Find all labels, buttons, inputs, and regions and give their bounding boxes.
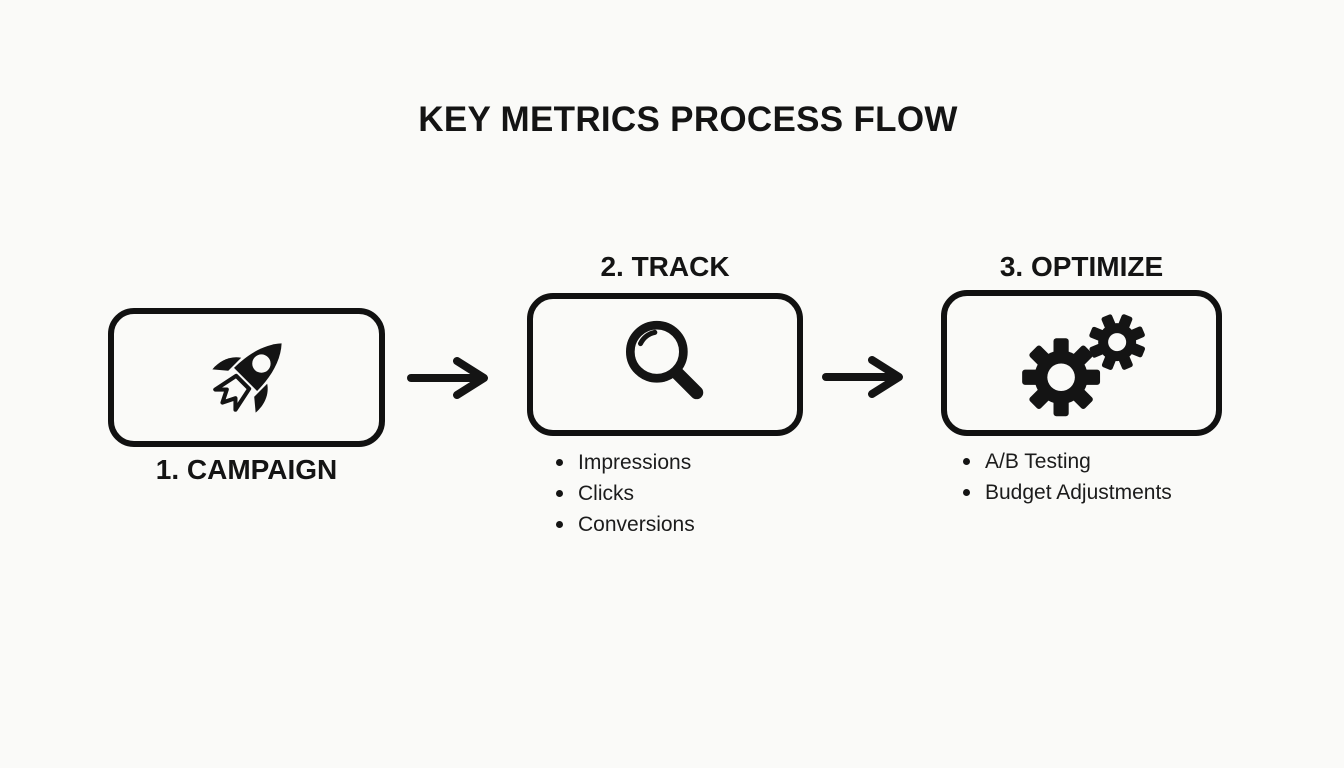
step-label-track: 2. TRACK [600, 251, 730, 282]
list-item: Clicks [556, 478, 695, 509]
bullet-dot [556, 490, 563, 497]
list-item-label: Impressions [578, 450, 692, 474]
list-item-label: Budget Adjustments [985, 480, 1172, 504]
step-box-track [527, 293, 803, 436]
diagram-title: KEY METRICS PROCESS FLOW [418, 100, 958, 139]
bullet-dot [556, 459, 563, 466]
track-metrics-list: Impressions Clicks Conversions [556, 447, 695, 540]
list-item: Impressions [556, 447, 695, 478]
bullet-dot [963, 458, 970, 465]
step-label-campaign: 1. CAMPAIGN [155, 454, 338, 485]
list-item-label: Conversions [578, 512, 695, 536]
list-item-label: Clicks [578, 481, 634, 505]
arrow-right-icon [406, 356, 498, 400]
step-box-campaign [108, 308, 385, 447]
gears-icon [1006, 306, 1158, 420]
bullet-dot [556, 521, 563, 528]
rocket-icon [196, 327, 298, 429]
step-label-optimize: 3. OPTIMIZE [999, 251, 1164, 282]
arrow-right-icon [821, 355, 913, 399]
bullet-dot [963, 489, 970, 496]
list-item: Budget Adjustments [963, 477, 1172, 508]
optimize-actions-list: A/B Testing Budget Adjustments [963, 446, 1172, 508]
list-item: A/B Testing [963, 446, 1172, 477]
magnifier-icon [614, 314, 716, 416]
list-item: Conversions [556, 509, 695, 540]
step-box-optimize [941, 290, 1222, 436]
list-item-label: A/B Testing [985, 449, 1091, 473]
